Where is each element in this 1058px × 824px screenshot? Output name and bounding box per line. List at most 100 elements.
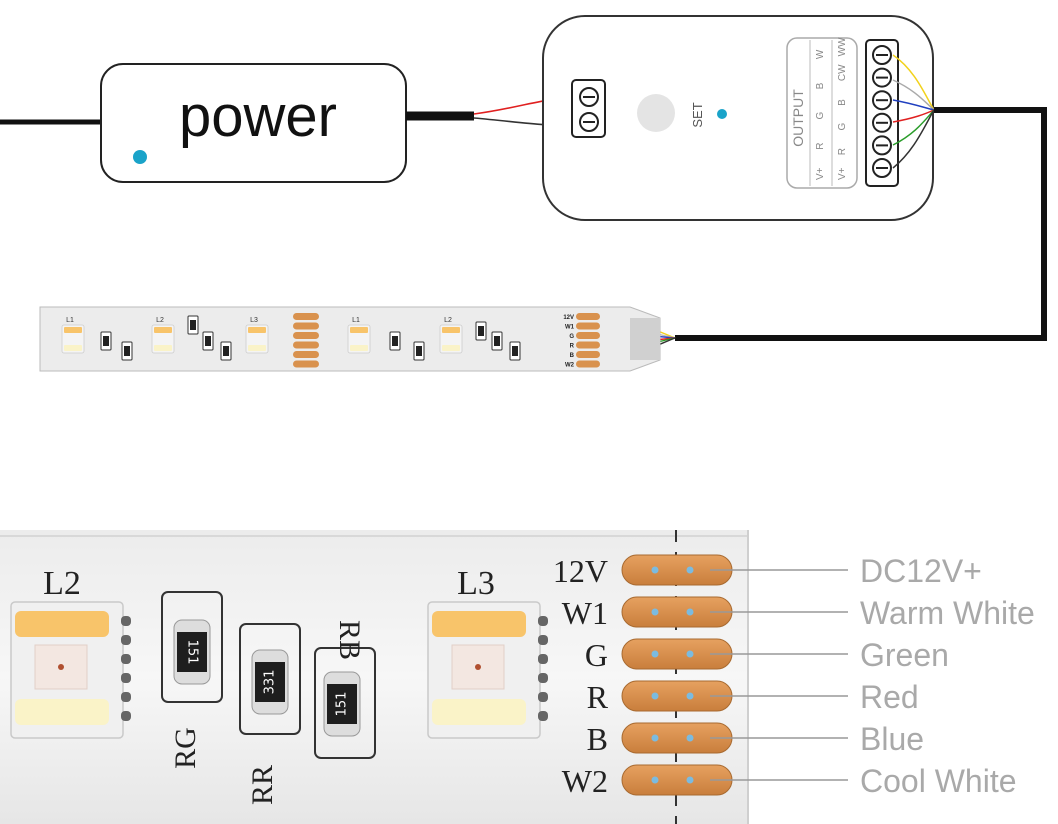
resistor-code: 151 [185,640,200,665]
led-cool-segment [15,699,109,725]
resistor-code: 151 [335,692,350,717]
indicator-dot-icon [133,150,147,164]
output-pin-label: W [815,49,826,59]
cut-pad [293,313,319,320]
led-pin [121,711,131,721]
led-pin [538,635,548,645]
cut-pad [293,332,319,339]
led-label: L1 [352,317,360,324]
pad-label: R [570,344,575,350]
pad-label: G [569,334,574,340]
output-pin-label: V+ [815,167,826,180]
via-dot [651,692,659,700]
pad-label: W2 [562,763,608,799]
pad-label: W1 [565,325,575,331]
via-dot [651,734,659,742]
led-cool-segment [442,345,460,351]
via-dot [651,776,659,784]
resistor-body [124,346,130,356]
led-cool-segment [64,345,82,351]
via-dot [686,650,694,658]
status-led-icon [717,109,727,119]
resistor-outline [314,647,376,759]
output-pin-label: G [815,112,826,120]
via-dot [686,692,694,700]
led-label: L3 [457,565,495,602]
resistor-label: RB [333,620,366,660]
pad-label: 12V [563,315,574,321]
resistor-outline [161,591,223,703]
via-dot [686,608,694,616]
cut-pad [293,351,319,358]
via-dot [686,734,694,742]
led-pin [538,616,548,626]
solder-pad [576,322,600,330]
cut-pad [293,360,319,368]
via-dot [686,776,694,784]
power-supply-box: power [100,63,407,183]
led-die-dot [475,664,481,670]
led-pin [538,692,548,702]
resistor-outline [239,623,301,735]
led-warm-segment [432,611,526,637]
resistor-body [392,336,398,346]
legend-label: Red [860,679,919,715]
led-cool-segment [432,699,526,725]
led-label: L2 [444,317,452,324]
resistor-body [494,336,500,346]
resistor-body [205,336,211,346]
via-dot [651,566,659,574]
output-pin-label: R [815,143,826,150]
pad-label: W2 [565,363,575,369]
set-label: SET [690,102,705,127]
legend-label: Green [860,637,949,673]
via-dot [651,608,659,616]
output-pin-label: V+ [837,167,848,180]
resistor-body [190,320,196,330]
set-button[interactable] [637,94,675,132]
led-label: L3 [250,317,258,324]
resistor-body [255,662,285,702]
output-pin-label: B [815,82,826,89]
output-pin-label: WW [837,37,848,56]
solder-pad [576,332,600,339]
legend-label: Cool White [860,763,1017,799]
led-warm-segment [350,327,368,333]
led-label: L2 [43,565,81,602]
resistor-body [416,346,422,356]
cut-pad [293,322,319,330]
output-terminal [865,39,899,187]
led-pin [121,673,131,683]
led-pin [121,635,131,645]
led-pin [121,692,131,702]
legend-label: Warm White [860,595,1035,631]
pad-label: W1 [562,595,608,631]
output-pin-label: CW [837,64,848,81]
via-dot [651,650,659,658]
resistor-body [478,326,484,336]
led-pin [538,654,548,664]
led-cool-segment [154,345,172,351]
strip-cable [675,107,1047,341]
led-pin [121,616,131,626]
led-label: L1 [66,317,74,324]
led-pin [538,711,548,721]
led-warm-segment [15,611,109,637]
input-terminal [571,79,606,138]
led-label: L2 [156,317,164,324]
led-warm-segment [64,327,82,333]
resistor-code: 331 [263,670,278,695]
led-warm-segment [248,327,266,333]
resistor-body [177,632,207,672]
solder-pad [576,360,600,368]
led-warm-segment [154,327,172,333]
led-warm-segment [442,327,460,333]
pad-label: G [585,637,608,673]
led-cool-segment [350,345,368,351]
resistor-label: RG [169,727,202,769]
resistor-body [512,346,518,356]
output-label: OUTPUT [790,89,806,147]
